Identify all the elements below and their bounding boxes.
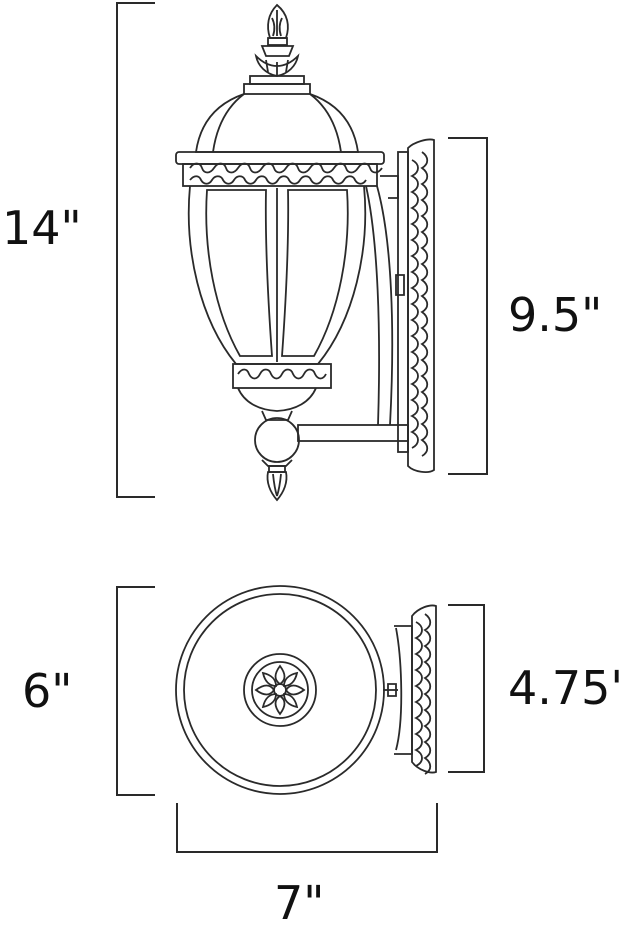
diameter-bracket [116,586,155,796]
extension-bracket [176,803,438,853]
backplate-width-label: 4.75" [508,661,622,715]
height-bracket [116,2,155,498]
backplate-height-label: 9.5" [508,288,603,342]
backplate-side [407,138,435,473]
backplate-bracket [448,137,488,475]
diameter-label: 6" [22,664,73,718]
mounting-arm-side [297,151,409,453]
backplate-side-bracket [448,604,485,773]
lantern-side-view [175,3,385,502]
extension-label: 7" [274,876,325,930]
height-label: 14" [2,201,82,255]
lantern-top-view [175,585,385,795]
backplate-top-view [383,604,437,775]
